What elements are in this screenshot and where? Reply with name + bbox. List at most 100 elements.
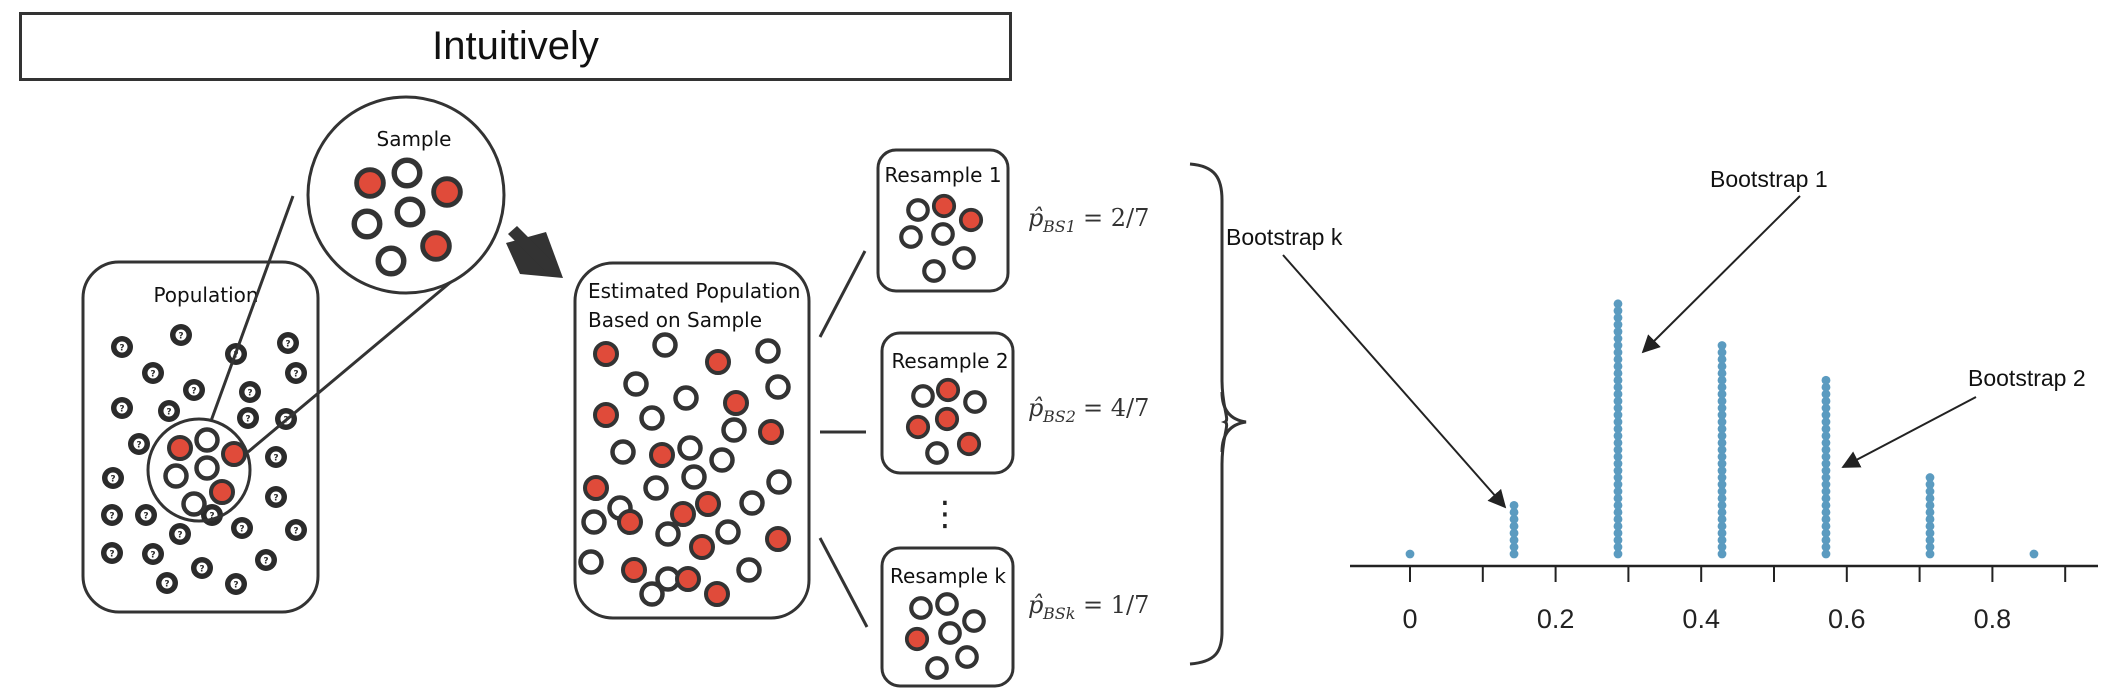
x-tick-label: 0.6 xyxy=(1828,604,1866,634)
bootstrap-2-label: Bootstrap 2 xyxy=(1968,365,2086,391)
dot-point xyxy=(1821,521,1831,531)
dot-point xyxy=(1613,334,1623,343)
x-tick-label: 0 xyxy=(1402,604,1417,634)
dot-point xyxy=(1509,535,1519,545)
dot-point xyxy=(1821,389,1831,399)
dot-point xyxy=(1613,375,1623,385)
dot-point xyxy=(1509,521,1519,531)
dot-point xyxy=(1717,514,1727,524)
dot-point xyxy=(1613,528,1623,538)
dot-point xyxy=(1925,487,1935,496)
sample-panel: Sample xyxy=(306,95,506,295)
dot-point xyxy=(1613,341,1623,350)
title-banner: Intuitively xyxy=(19,12,1012,81)
dot-columns xyxy=(1405,299,2039,559)
dot-point xyxy=(1509,507,1519,517)
dot-point xyxy=(1717,466,1727,475)
estimate-bs2-sub: BS2 xyxy=(1042,407,1076,426)
dot-point xyxy=(1613,355,1623,364)
dot-point xyxy=(1613,417,1623,427)
resample-k-panel: Resample k xyxy=(880,546,1015,688)
x-tick-label: 0.4 xyxy=(1682,604,1720,634)
dot-point xyxy=(1613,327,1623,336)
x-tick-label: 0.2 xyxy=(1537,604,1575,634)
dot-point xyxy=(1613,459,1623,469)
dot-point xyxy=(1613,494,1623,503)
dot-point xyxy=(1613,396,1623,406)
dot-point xyxy=(1613,487,1623,496)
sample-label: Sample xyxy=(377,127,452,151)
dot-point xyxy=(1613,368,1623,378)
dot-point xyxy=(1821,403,1831,413)
estimate-bsk-hat: p̂ xyxy=(1028,591,1043,619)
estimate-bs1-value: = 2/7 xyxy=(1083,204,1149,232)
dot-point xyxy=(1717,459,1727,469)
dot-point xyxy=(1821,459,1831,469)
dot-point xyxy=(1613,535,1623,545)
dot-point xyxy=(1821,431,1831,441)
dot-point xyxy=(1821,438,1831,448)
dot-point xyxy=(1717,355,1727,364)
dot-point xyxy=(1717,375,1727,385)
dot-point xyxy=(1821,535,1831,545)
dot-point xyxy=(1613,389,1623,399)
dot-point xyxy=(1717,507,1727,517)
population-panel: Population xyxy=(81,260,320,614)
estimate-bsk-sub: BSk xyxy=(1042,604,1075,623)
dot-point xyxy=(1717,438,1727,448)
dot-point xyxy=(1925,473,1935,482)
dot-point xyxy=(1717,348,1727,357)
dot-point xyxy=(1925,542,1935,552)
estimated-label-line2: Based on Sample xyxy=(588,308,762,332)
dot-point xyxy=(1613,361,1623,371)
dot-point xyxy=(1925,514,1935,524)
dot-point xyxy=(1717,417,1727,427)
dot-point xyxy=(1717,341,1727,350)
dot-point xyxy=(1925,480,1935,489)
dot-point xyxy=(1821,452,1831,462)
dot-point xyxy=(1613,521,1623,531)
dot-point xyxy=(1925,507,1935,517)
dot-point xyxy=(1821,487,1831,496)
curly-brace-icon xyxy=(1189,162,1229,666)
dot-point xyxy=(1821,417,1831,427)
dot-point xyxy=(1717,403,1727,413)
dot-point xyxy=(1717,368,1727,378)
dot-point xyxy=(1821,549,1831,559)
dot-point xyxy=(1717,361,1727,371)
population-label: Population xyxy=(153,283,258,307)
resample-2-panel: Resample 2 xyxy=(880,331,1015,475)
estimated-label-line1: Estimated Population xyxy=(588,279,800,303)
dot-point xyxy=(1925,535,1935,545)
dot-point xyxy=(1821,382,1831,392)
estimate-bsk: p̂ BSk = 1/7 xyxy=(1028,591,1149,623)
dot-point xyxy=(1613,480,1623,489)
dot-point xyxy=(1717,549,1727,559)
dot-point xyxy=(1717,487,1727,496)
dot-point xyxy=(1925,494,1935,503)
dot-point xyxy=(1613,542,1623,552)
dot-point xyxy=(1821,542,1831,552)
resample-1-label: Resample 1 xyxy=(884,163,1001,187)
estimate-bsk-value: = 1/7 xyxy=(1083,591,1149,619)
dot-point xyxy=(1717,500,1727,510)
dot-point xyxy=(1613,445,1623,455)
dot-point xyxy=(1821,500,1831,510)
dot-point xyxy=(1717,535,1727,545)
resample-1-panel: Resample 1 xyxy=(876,148,1010,293)
dot-point xyxy=(1717,473,1727,482)
bootstrap-k-arrow xyxy=(1282,254,1507,509)
dot-point xyxy=(1717,494,1727,503)
dot-point xyxy=(1717,452,1727,462)
dot-point xyxy=(1717,480,1727,489)
estimate-bs1: p̂ BS1 = 2/7 xyxy=(1028,204,1149,236)
dot-point xyxy=(1821,480,1831,489)
estimate-bs1-sub: BS1 xyxy=(1042,217,1076,236)
estimate-bs2: p̂ BS2 = 4/7 xyxy=(1028,394,1149,426)
dot-point xyxy=(1821,507,1831,517)
dot-point xyxy=(1613,452,1623,462)
dot-point xyxy=(1613,410,1623,420)
dot-point xyxy=(1613,403,1623,413)
